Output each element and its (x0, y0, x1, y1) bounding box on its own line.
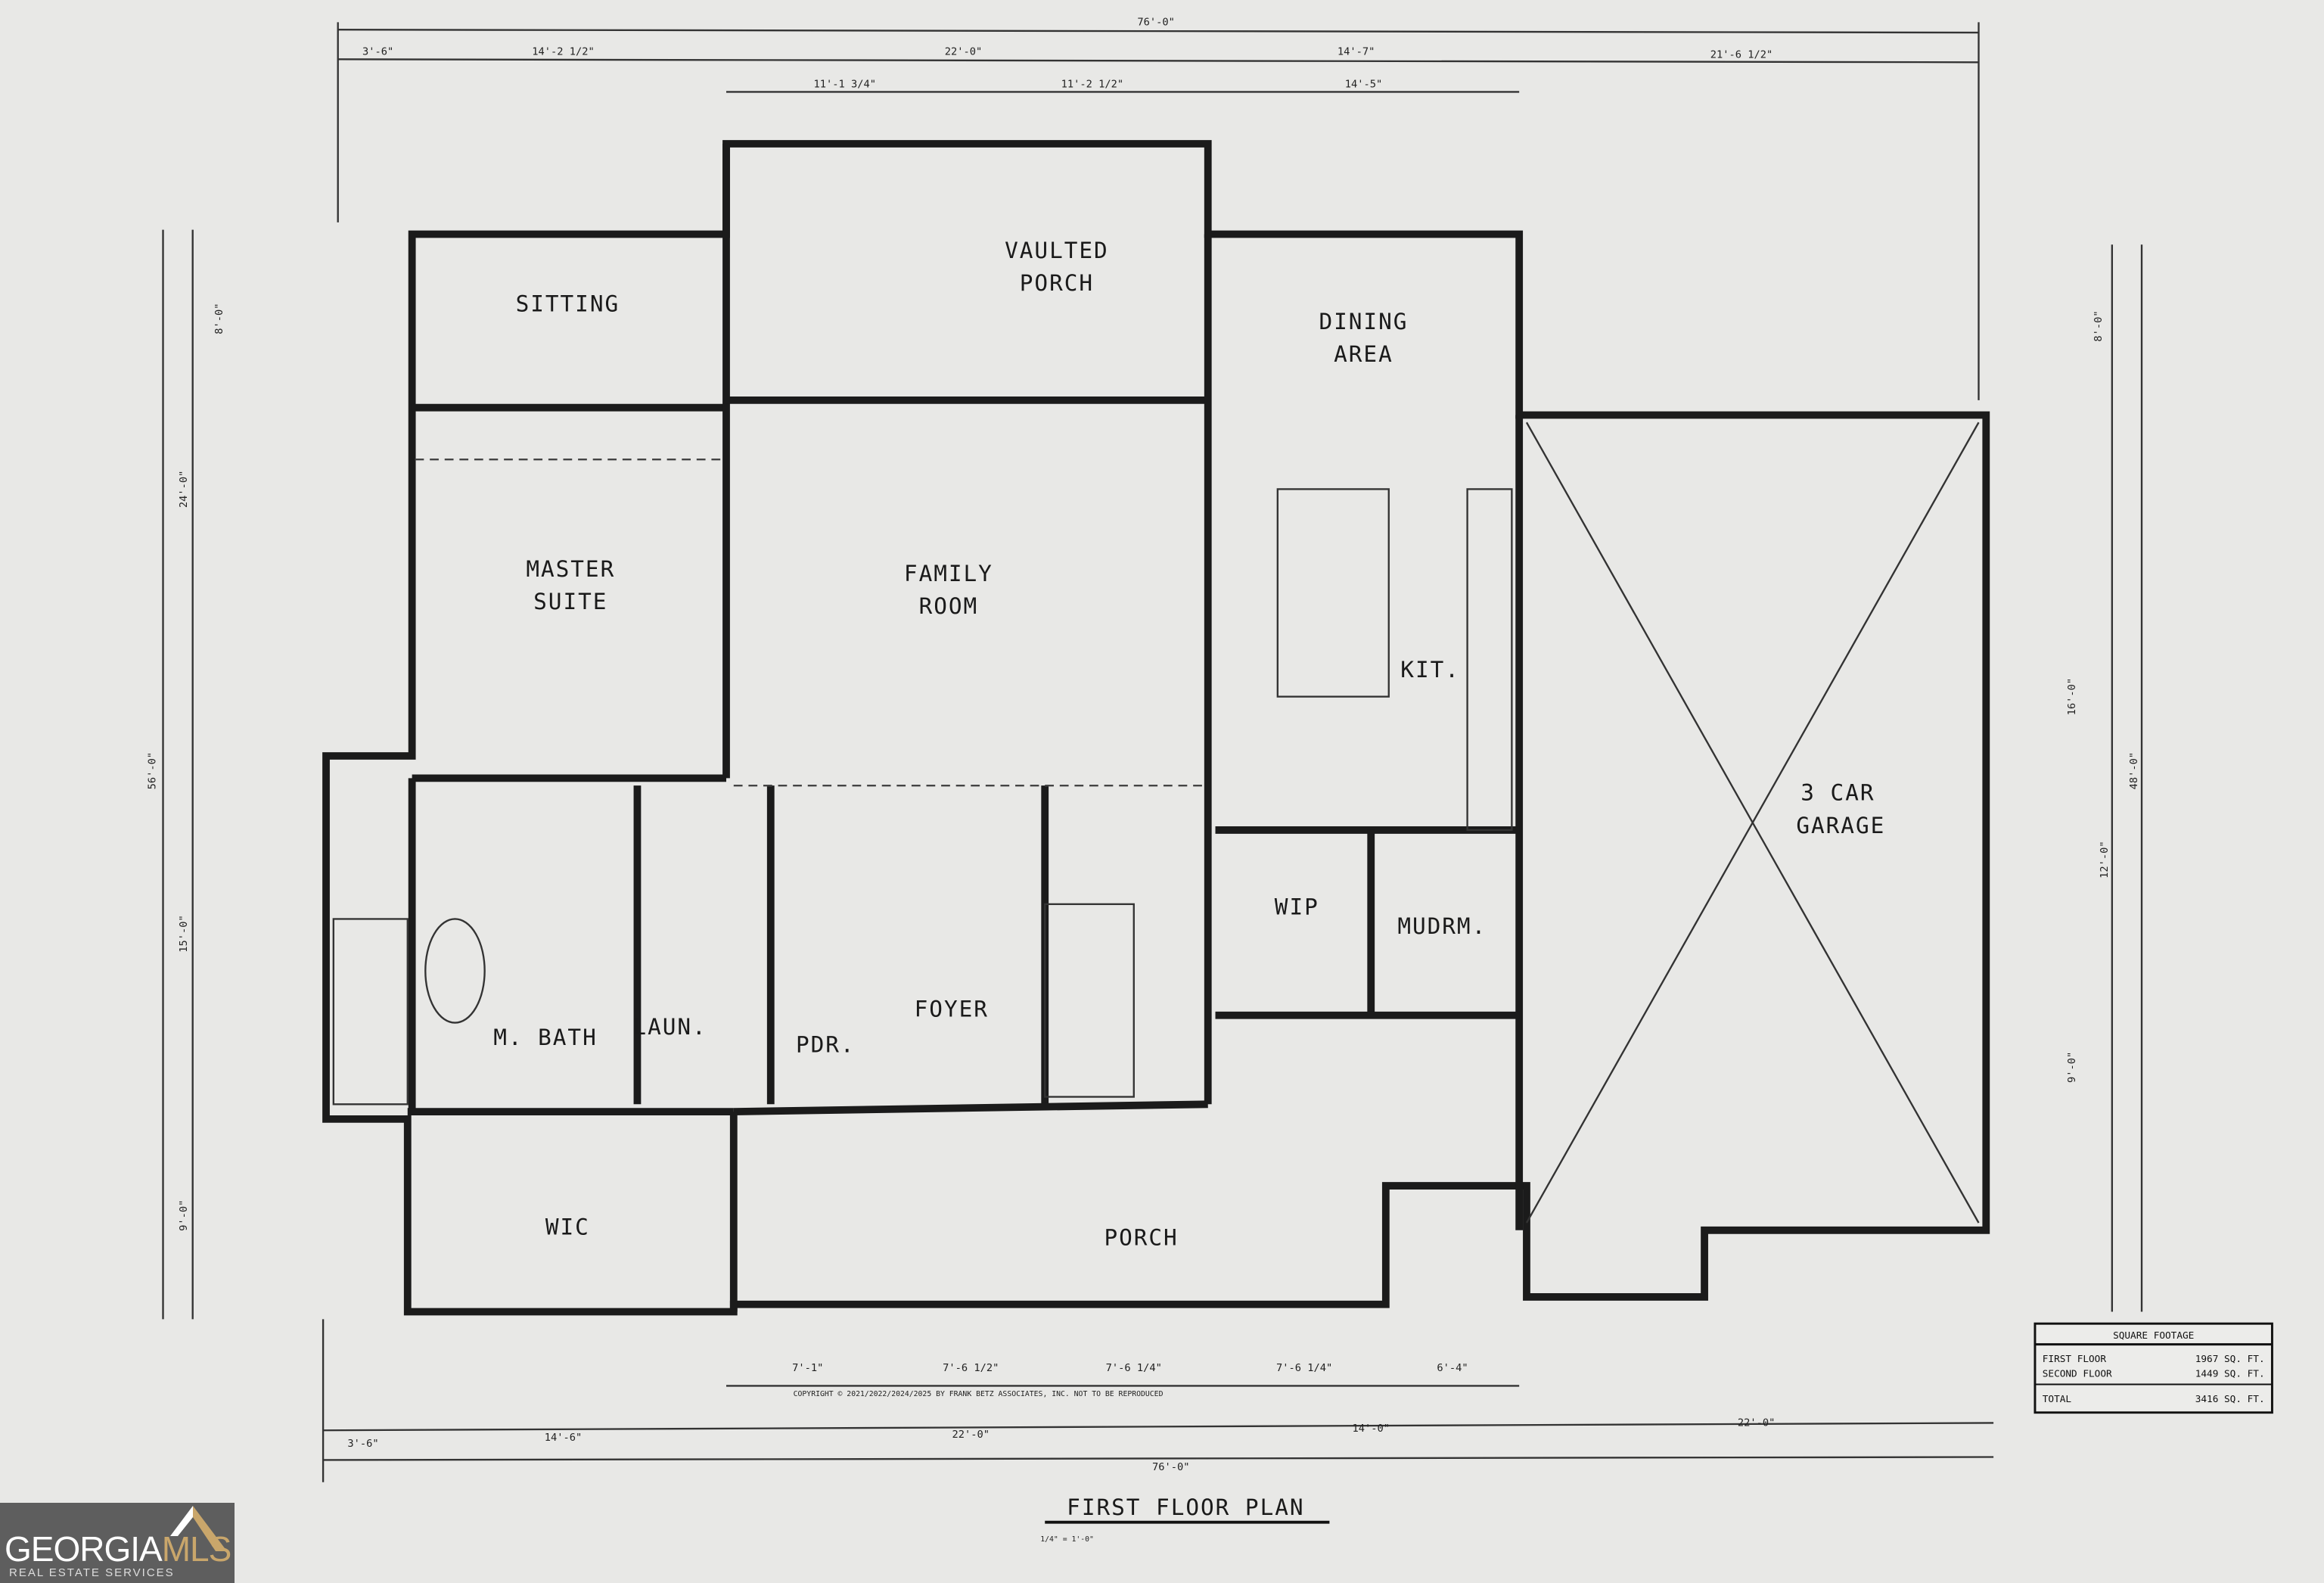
room-family: ROOM (919, 593, 979, 619)
dim-right: 16'-0" (2066, 678, 2078, 715)
dim-bottom2: 7'-6 1/4" (1276, 1362, 1332, 1374)
room-master-bath: M. BATH (493, 1025, 598, 1050)
dim-left: 15'-0" (178, 915, 190, 952)
room-master-suite: MASTER (526, 556, 615, 582)
dim-top: 21'-6 1/2" (1710, 48, 1773, 61)
room-mudroom: MUDRM. (1397, 913, 1487, 939)
sqft-label: FIRST FLOOR (2043, 1354, 2107, 1365)
logo-subtitle: REAL ESTATE SERVICES (9, 1566, 175, 1579)
dim-top: 3'-6" (362, 45, 393, 58)
room-vaulted-porch: PORCH (1020, 270, 1094, 296)
room-dining: DINING (1319, 309, 1409, 334)
dimension-lines (162, 22, 2143, 1482)
plan-title: FIRST FLOOR PLAN (1067, 1494, 1304, 1520)
room-wip: WIP (1275, 894, 1319, 920)
dim-left: 24'-0" (178, 471, 190, 508)
dim-left: 8'-0" (213, 303, 225, 334)
room-dining: AREA (1334, 341, 1393, 367)
square-footage-table: SQUARE FOOTAGE FIRST FLOOR 1967 SQ. FT. … (2034, 1322, 2273, 1414)
sqft-value: 1967 SQ. FT. (2195, 1354, 2265, 1365)
room-vaulted-porch: VAULTED (1005, 238, 1109, 263)
walls (322, 140, 1990, 1316)
dim-bottom2: 7'-6 1/2" (943, 1362, 999, 1374)
dim-bottom: 14'-6" (545, 1432, 583, 1444)
dim-top: 22'-0" (945, 45, 983, 58)
dim-bottom: 22'-0" (952, 1429, 990, 1441)
room-sitting: SITTING (516, 291, 620, 316)
plan-scale: 1/4" = 1'-0" (1040, 1535, 1094, 1544)
sqft-value: 1449 SQ. FT. (2195, 1369, 2265, 1380)
sqft-total-label: TOTAL (2043, 1394, 2072, 1405)
dim-overall-top: 76'-0" (1137, 16, 1175, 28)
room-labels: SITTING VAULTED PORCH DINING AREA MASTER… (493, 238, 1885, 1251)
logo-wordmark: GEORGIAMLS (5, 1529, 231, 1569)
room-foyer: FOYER (915, 997, 989, 1022)
room-garage: 3 CAR (1800, 780, 1875, 806)
sqft-total-value: 3416 SQ. FT. (2195, 1394, 2265, 1405)
dim-top: 14'-7" (1338, 45, 1375, 58)
dim-bottom2: 7'-1" (792, 1362, 823, 1374)
dim-right: 8'-0" (2093, 310, 2105, 341)
dim-right: 9'-0" (2066, 1052, 2078, 1083)
georgia-mls-logo: GEORGIAMLS REAL ESTATE SERVICES (0, 1503, 235, 1583)
copyright-note: COPYRIGHT © 2021/2022/2024/2025 BY FRANK… (794, 1390, 1164, 1398)
dim-overall-left: 56'-0" (147, 752, 159, 789)
dim-right: 12'-0" (2099, 841, 2111, 878)
dim-bottom: 3'-6" (347, 1438, 378, 1450)
room-porch: PORCH (1104, 1224, 1178, 1250)
room-laundry: LAUN. (632, 1014, 707, 1040)
dim-overall-right: 48'-0" (2128, 752, 2140, 789)
dim-bottom2: 6'-4" (1437, 1362, 1468, 1374)
room-garage: GARAGE (1796, 813, 1885, 838)
dim-left: 9'-0" (178, 1200, 190, 1231)
sqft-heading: SQUARE FOOTAGE (2113, 1330, 2194, 1342)
room-powder: PDR. (796, 1032, 856, 1058)
sqft-label: SECOND FLOOR (2043, 1369, 2112, 1380)
room-wic: WIC (545, 1214, 590, 1240)
room-kitchen: KIT. (1400, 657, 1460, 683)
dim-bottom: 22'-0" (1738, 1417, 1776, 1429)
dim-top: 14'-2 1/2" (532, 45, 595, 58)
dim-top2: 14'-5" (1345, 79, 1383, 91)
dim-overall-bottom: 76'-0" (1152, 1461, 1190, 1473)
roof-icon (170, 1506, 227, 1551)
dim-top2: 11'-2 1/2" (1061, 79, 1124, 91)
room-master-suite: SUITE (533, 589, 607, 614)
room-family: FAMILY (904, 561, 993, 586)
dim-bottom: 14'-0" (1352, 1423, 1390, 1435)
dim-bottom2: 7'-6 1/4" (1106, 1362, 1162, 1374)
dim-top2: 11'-1 3/4" (813, 79, 876, 91)
